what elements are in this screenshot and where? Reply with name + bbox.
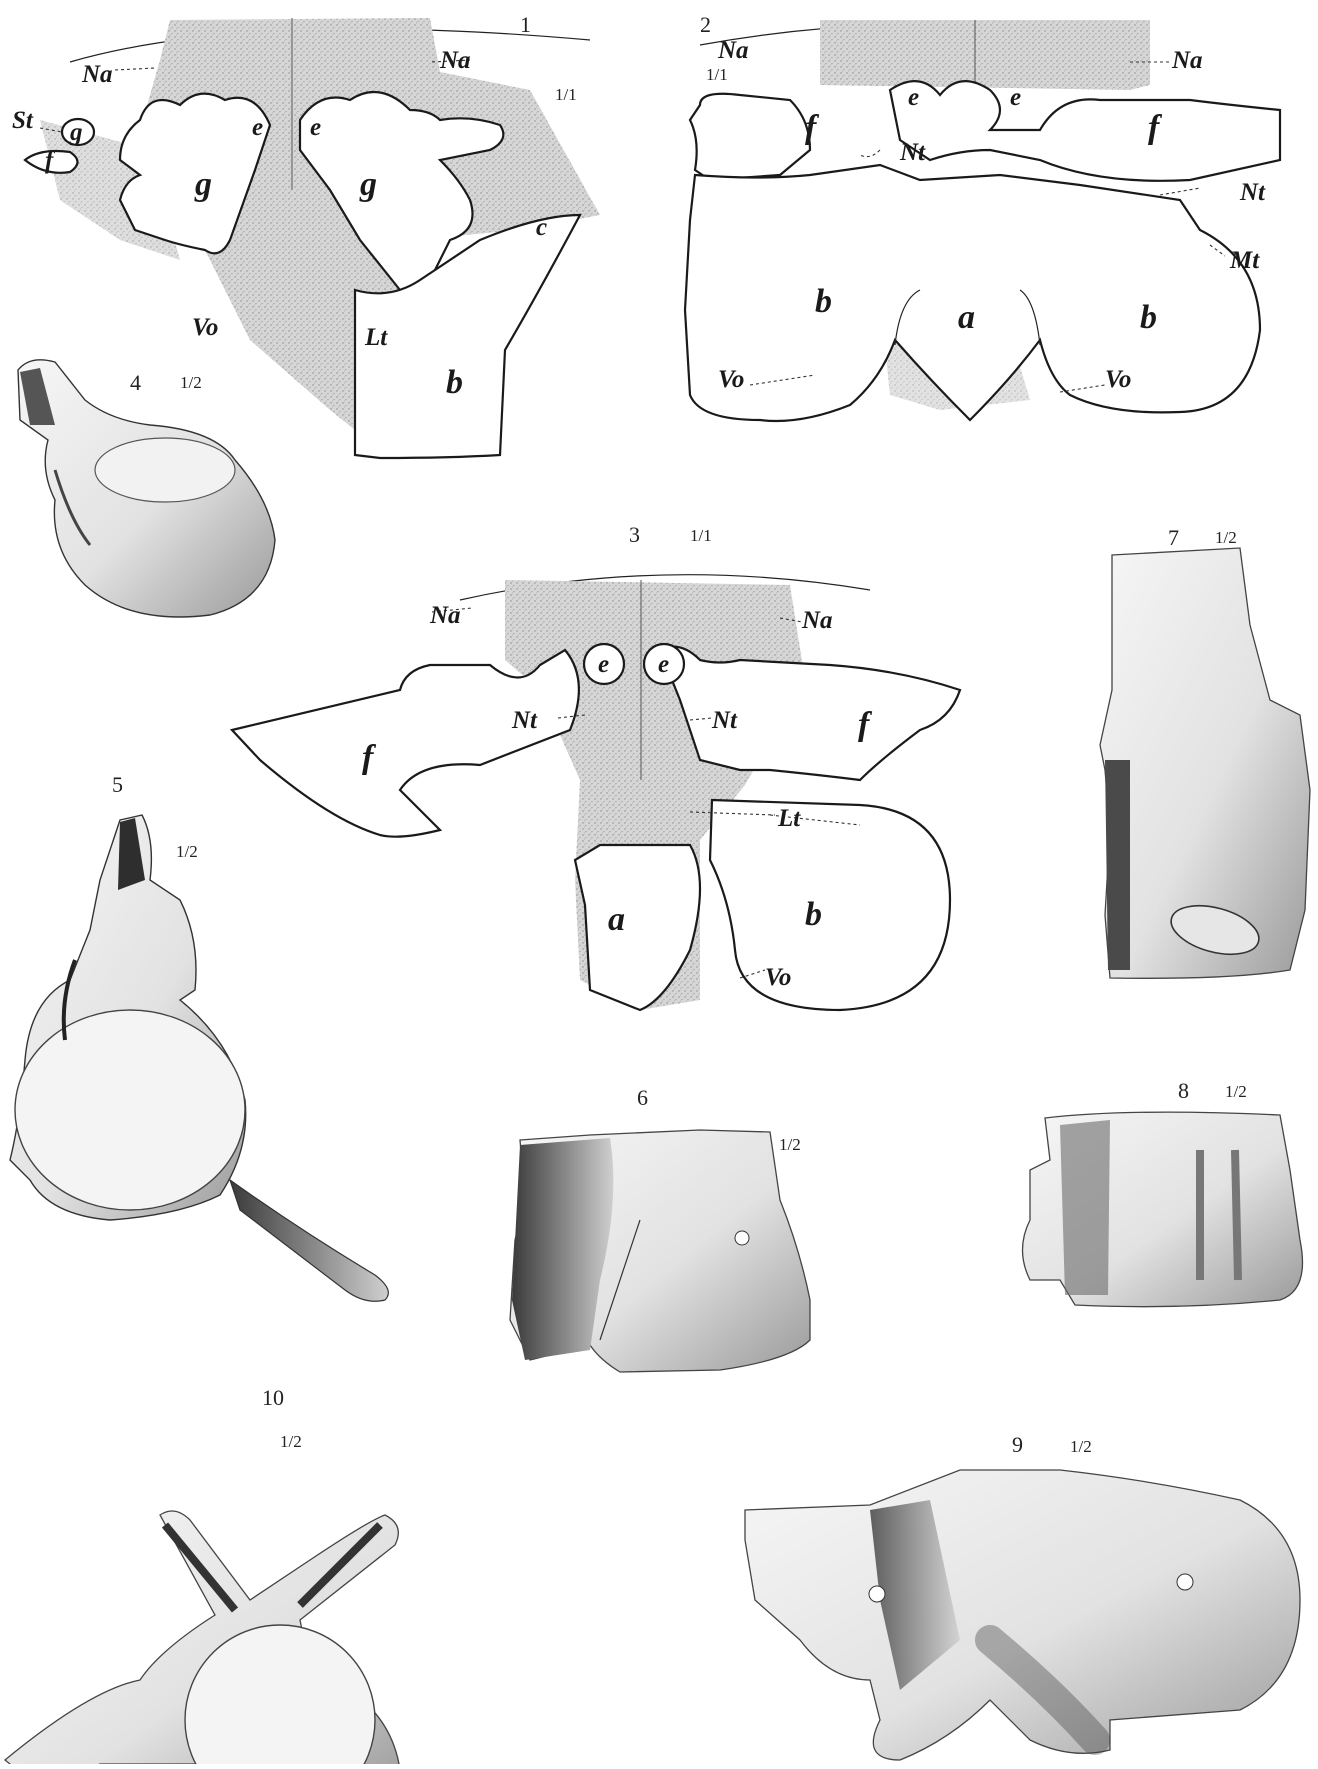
label-Nt: Nt bbox=[1239, 179, 1266, 206]
figure-scale-3: 1/1 bbox=[690, 526, 712, 546]
figure-3: Na Na e e f f Nt Nt Lt a b Vo bbox=[232, 575, 960, 1010]
label-Na: Na bbox=[81, 61, 113, 88]
label-e: e bbox=[252, 114, 263, 141]
figure-scale-9: 1/2 bbox=[1070, 1437, 1092, 1457]
label-e: e bbox=[310, 114, 321, 141]
figure-scale-7: 1/2 bbox=[1215, 528, 1237, 548]
figure-10 bbox=[5, 1511, 400, 1764]
figure-2: Na Na e e f f Nt Nt Mt b a b Vo Vo bbox=[685, 20, 1280, 421]
label-Vo: Vo bbox=[192, 314, 218, 341]
figure-scale-5: 1/2 bbox=[176, 842, 198, 862]
label-g: g bbox=[359, 166, 377, 203]
label-Vo: Vo bbox=[718, 366, 744, 393]
label-Na: Na bbox=[439, 47, 471, 74]
label-Lt: Lt bbox=[364, 324, 388, 351]
figure-number-4: 4 bbox=[130, 370, 141, 396]
label-Na: Na bbox=[801, 607, 833, 634]
label-Lt: Lt bbox=[777, 805, 801, 832]
figure-1: Na Na e e g g g f St c Lt b Vo bbox=[12, 18, 600, 458]
figure-number-8: 8 bbox=[1178, 1078, 1189, 1104]
figure-number-9: 9 bbox=[1012, 1432, 1023, 1458]
label-b: b bbox=[815, 283, 832, 320]
label-e: e bbox=[908, 84, 919, 111]
figure-scale-10: 1/2 bbox=[280, 1432, 302, 1452]
figure-scale-1: 1/1 bbox=[555, 85, 577, 105]
label-Vo: Vo bbox=[1105, 366, 1131, 393]
figure-4 bbox=[18, 360, 275, 617]
label-Na: Na bbox=[429, 602, 461, 629]
figure-6 bbox=[510, 1130, 810, 1372]
figure-number-10: 10 bbox=[262, 1385, 284, 1411]
label-g: g bbox=[69, 119, 83, 146]
figure-scale-8: 1/2 bbox=[1225, 1082, 1247, 1102]
label-Nt: Nt bbox=[511, 707, 538, 734]
label-e: e bbox=[598, 651, 609, 678]
label-Mt: Mt bbox=[1229, 247, 1260, 274]
figure-7 bbox=[1100, 548, 1310, 978]
figure-number-5: 5 bbox=[112, 772, 123, 798]
label-Nt: Nt bbox=[711, 707, 738, 734]
label-Vo: Vo bbox=[765, 964, 791, 991]
label-a: a bbox=[958, 299, 975, 336]
figure-scale-6: 1/2 bbox=[779, 1135, 801, 1155]
figure-number-1: 1 bbox=[520, 12, 531, 38]
label-St: St bbox=[12, 107, 34, 134]
figure-number-6: 6 bbox=[637, 1085, 648, 1111]
figure-5 bbox=[10, 815, 388, 1301]
label-b: b bbox=[805, 896, 822, 933]
label-Nt: Nt bbox=[899, 139, 926, 166]
label-b: b bbox=[1140, 299, 1157, 336]
label-f: f bbox=[805, 109, 820, 146]
label-e: e bbox=[658, 651, 669, 678]
label-c: c bbox=[536, 214, 547, 241]
label-a: a bbox=[608, 901, 625, 938]
label-g: g bbox=[194, 166, 212, 203]
figure-number-7: 7 bbox=[1168, 525, 1179, 551]
figure-8 bbox=[1023, 1112, 1303, 1307]
figure-number-2: 2 bbox=[700, 12, 711, 38]
label-e: e bbox=[1010, 84, 1021, 111]
figure-number-3: 3 bbox=[629, 522, 640, 548]
label-b: b bbox=[446, 364, 463, 401]
label-Na: Na bbox=[1171, 47, 1203, 74]
figure-scale-2: 1/1 bbox=[706, 65, 728, 85]
figure-9 bbox=[745, 1470, 1300, 1760]
figure-scale-4: 1/2 bbox=[180, 373, 202, 393]
label-Na: Na bbox=[717, 37, 749, 64]
